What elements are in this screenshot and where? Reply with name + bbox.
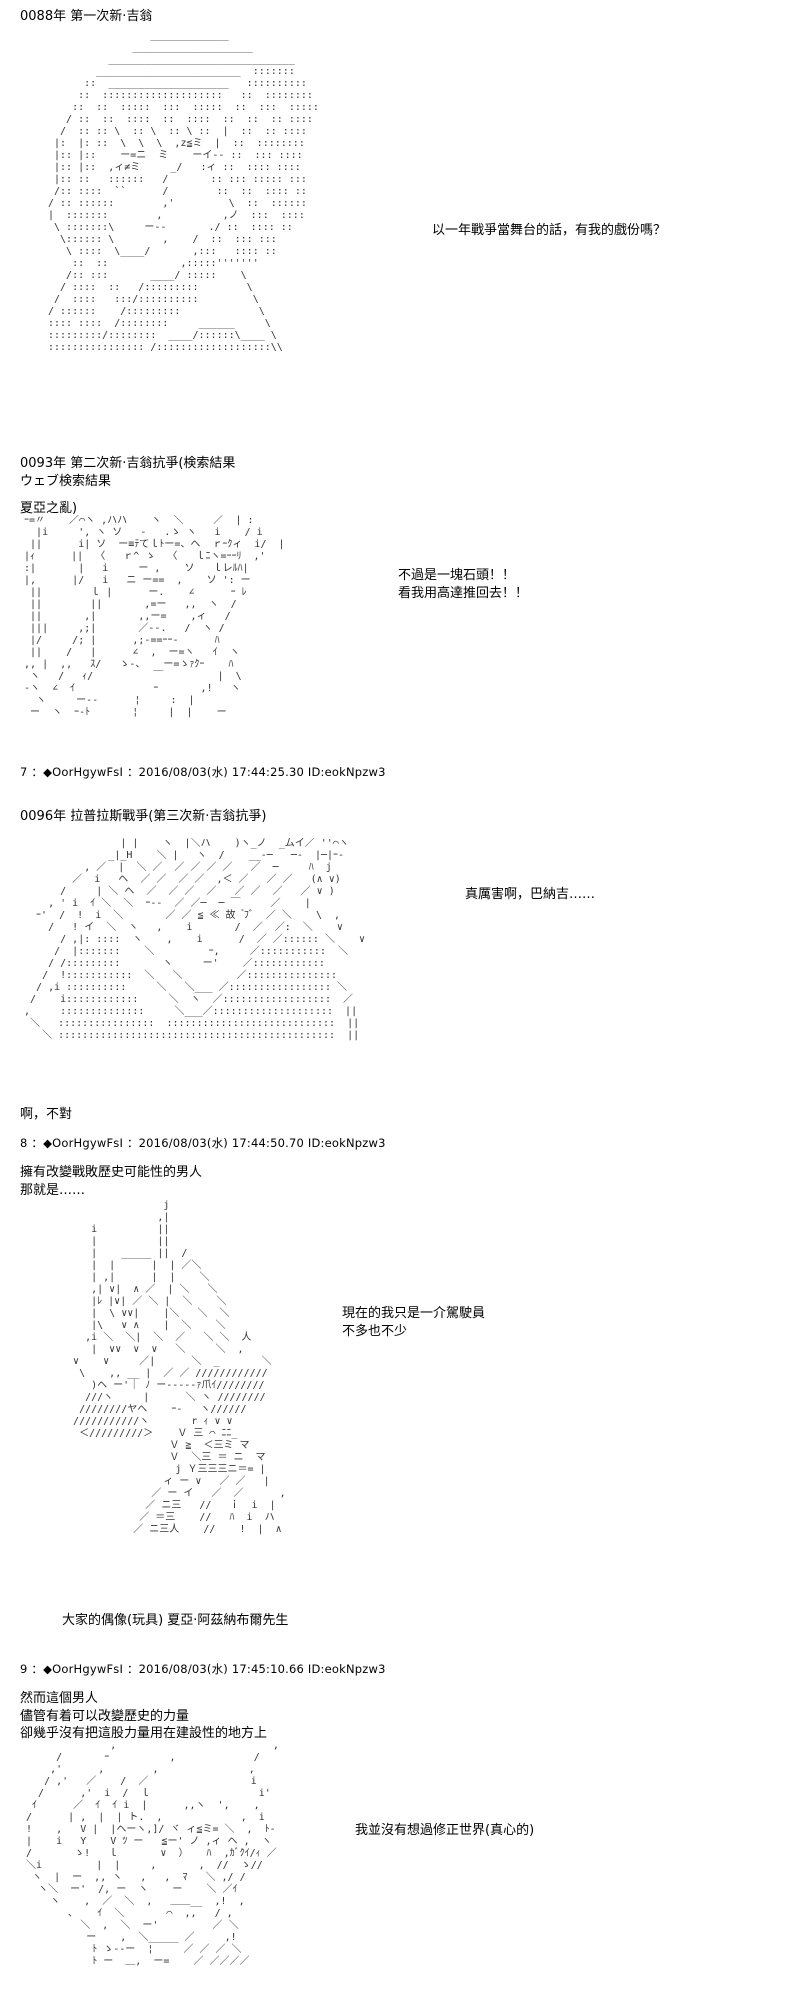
section-3-footer: 啊，不對 [20,1107,73,1122]
section-2-title-line-2: ウェブ検索結果 [20,473,112,489]
ascii-art-figure-1: _____________ ____________________ _____… [48,30,319,353]
section-5-line-2: 儘管有着可以改變歷史的力量 [20,1708,190,1724]
section-2-subtitle: 夏亞之亂) [20,501,78,516]
section-4-dialogue: 現在的我只是一介駕駛員 不多也不少 [342,1305,485,1340]
section-3-dialogue: 真厲害啊，巴納吉…… [465,887,596,902]
section-5-line-1: 然而這個男人 [20,1691,99,1706]
section-5-dialogue: 我並沒有想過修正世界(真心的) [355,1823,535,1838]
section-3-title: 0096年 拉普拉斯戰爭(第三次新·吉翁抗爭) [20,809,267,824]
section-4-dialogue-line-1: 現在的我只是一介駕駛員 [342,1306,486,1321]
post-9-header: 9 ：◆OorHgywFsI ：2016/08/03(水) 17:45:10.6… [20,1662,386,1676]
section-5-line-3: 卻幾乎沒有把這股力量用在建設性的地方上 [20,1726,268,1742]
ascii-art-figure-3: | | ヽ |＼ハ )ヽ_ノ _ムイ／ ''⌒ヽ _|_H ＼ | ヽ / __… [24,838,366,1041]
section-5-intro: 然而這個男人 儘管有着可以改變歷史的力量 卻幾乎沒有把這股力量用在建設性的地方上 [20,1690,267,1743]
ascii-art-figure-2: ｰ=〃 ／⌒ヽ ,ハハ ヽ ＼ ／ | : |i ', ヽ ソ - .ゝ ヽ i… [24,515,285,718]
section-2-dialogue: 不過是一塊石頭！！ 看我用高達推回去！！ [398,567,528,602]
ascii-art-figure-4: j ,| i || | || | _____ || / | | | | ／＼ |… [73,1200,286,1535]
section-4-dialogue-line-2: 不多也不少 [342,1323,408,1339]
section-2-title: 0093年 第二次新·吉翁抗爭(検索結果 ウェブ検索結果 [20,455,235,490]
section-1-dialogue: 以一年戰爭當舞台的話，有我的戲份嗎？ [432,223,667,238]
section-2-dialogue-line-1: 不過是一塊石頭！！ [398,568,516,583]
ascii-art-figure-5: , , / ｰ , / ,' , , , / ,' ／ / ／ i / ,' i… [26,1740,279,1967]
section-4-caption: 大家的偶像(玩具) 夏亞·阿茲納布爾先生 [62,1613,289,1628]
post-8-header: 8 ：◆OorHgywFsI ：2016/08/03(水) 17:44:50.7… [20,1136,386,1150]
section-1-title: 0088年 第一次新·吉翁 [20,9,153,24]
section-4-intro: 擁有改變戰敗歷史可能性的男人 那就是…… [20,1164,202,1199]
section-2-title-line-1: 0093年 第二次新·吉翁抗爭(検索結果 [20,456,236,471]
post-7-header: 7 ：◆OorHgywFsI ：2016/08/03(水) 17:44:25.3… [20,765,386,779]
section-4-line-2: 那就是…… [20,1182,86,1198]
section-2-dialogue-line-2: 看我用高達推回去！！ [398,585,529,601]
section-4-line-1: 擁有改變戰敗歷史可能性的男人 [20,1165,203,1180]
